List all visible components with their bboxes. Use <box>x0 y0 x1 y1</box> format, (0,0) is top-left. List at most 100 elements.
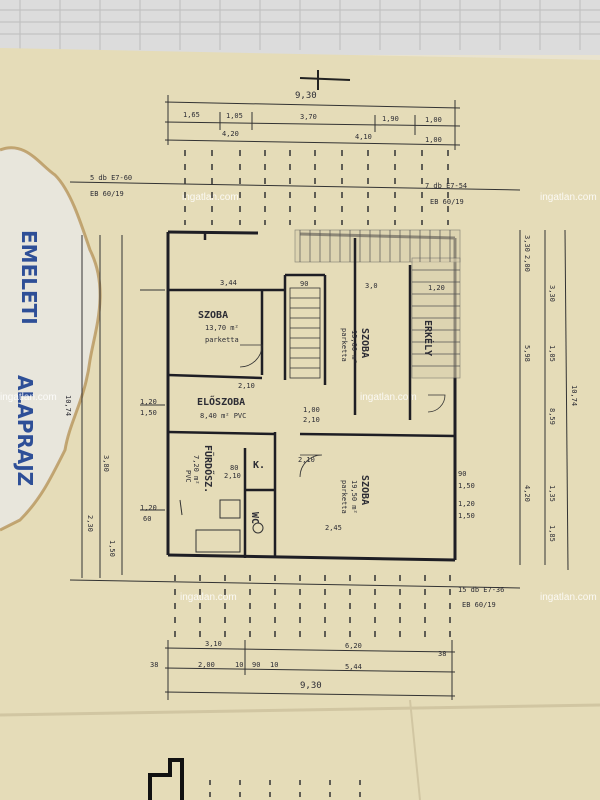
misc-label-12: 2,45 <box>325 524 342 532</box>
misc-label-4: 1,20 <box>428 284 445 292</box>
misc-label-3: 3,0 <box>365 282 378 290</box>
bottom-window-dashes <box>174 575 451 640</box>
misc-label-7: 2,10 <box>303 416 320 424</box>
left-dim-7: 1,50 <box>108 540 116 557</box>
misc-label-6: 1,00 <box>303 406 320 414</box>
top-overall-dim: 9,30 <box>295 91 317 101</box>
misc-label-14: 80 <box>230 464 238 472</box>
top-note-left: 5 db E7-60 <box>90 174 132 182</box>
bottom-dim-2: 6,20 <box>345 642 362 650</box>
left-dimension-lines <box>81 235 165 578</box>
room-bottom-floor: parketta <box>340 480 348 514</box>
bottom-dim-7: 5,44 <box>345 663 362 671</box>
top-dim-6: 4,20 <box>222 130 239 138</box>
bottom-dimension-lines <box>164 640 456 700</box>
misc-label-15: 2,10 <box>298 456 315 464</box>
bottom-dim-edge-left: 38 <box>150 661 158 669</box>
bottom-dim-edge-right: 38 <box>438 650 446 658</box>
watermark-6: ingatlan.com <box>540 592 597 603</box>
top-note-left-sub: EB 60/19 <box>90 190 124 198</box>
bottom-partial-drawing <box>148 758 184 800</box>
right-dim-8: 1,85 <box>548 525 556 542</box>
stamp-title-line1: EMELETI <box>17 230 41 325</box>
top-dim-7: 4,10 <box>355 133 372 141</box>
left-dim-6: 2,30 <box>86 515 94 532</box>
right-dim-3: 3,30 <box>523 235 531 252</box>
bottom-partial-dashes <box>209 780 361 800</box>
right-dim-5: 5,98 <box>523 345 531 362</box>
watermark-4: ingatlan.com <box>360 392 417 403</box>
bottom-dim-5: 90 <box>252 661 260 669</box>
misc-label-11: 1,50 <box>458 512 475 520</box>
top-dim-3: 3,70 <box>300 113 317 121</box>
watermark-1: ingatlan.com <box>182 192 239 203</box>
stamp-title-line2: ALAPRAJZ <box>13 375 37 486</box>
top-dim-4: 1,90 <box>382 115 399 123</box>
top-dim-1: 1,65 <box>183 111 200 119</box>
left-dim-8: 10,74 <box>64 395 72 416</box>
right-dim-1: 3,30 <box>548 285 556 302</box>
bottom-note: 15 db E7-36 <box>458 586 504 594</box>
room-bottom-area: 19,50 m² <box>350 480 358 514</box>
left-dim-2: 1,50 <box>140 409 157 417</box>
bottom-dim-4: 10 <box>235 661 243 669</box>
misc-label-9: 1,50 <box>458 482 475 490</box>
left-dim-4: 1,20 <box>140 504 157 512</box>
watermark-2: ingatlan.com <box>540 192 597 203</box>
bottom-beam-line <box>69 579 521 589</box>
bottom-dim-1: 3,10 <box>205 640 222 648</box>
watermark-5: ingatlan.com <box>180 592 237 603</box>
misc-label-10: 1,20 <box>458 500 475 508</box>
top-note-right: 7 db E7-54 <box>425 182 467 190</box>
room-left-top-area: 13,70 m² <box>205 324 239 332</box>
bathroom-area: 7,20 m² <box>192 455 200 485</box>
balcony-name: ERKÉLY <box>422 320 435 356</box>
water-stain <box>0 147 101 530</box>
left-dim-3: 3,80 <box>102 455 110 472</box>
room-left-top-name: SZOBA <box>198 310 228 321</box>
hall-name: ELŐSZOBA <box>197 394 245 408</box>
right-dim-9: 8,59 <box>548 408 556 425</box>
room-center-name: SZOBA <box>359 328 370 358</box>
door-swings <box>239 344 446 478</box>
closet-name: K. <box>253 460 265 471</box>
bathroom-floor: PVC <box>184 470 192 483</box>
room-center-area: 15,00 m² <box>350 330 358 364</box>
lace-pattern <box>0 0 600 50</box>
left-dim-1: 1,20 <box>140 398 157 406</box>
bottom-note-sub: EB 60/19 <box>462 601 496 609</box>
right-dim-6: 4,20 <box>523 485 531 502</box>
room-bottom-name: SZOBA <box>359 475 370 505</box>
paper-fold <box>0 703 600 717</box>
top-marker <box>299 70 351 90</box>
bottom-dim-6: 10 <box>270 661 278 669</box>
right-dim-7: 1,35 <box>548 485 556 502</box>
bottom-overall-dim: 9,30 <box>300 681 322 691</box>
room-left-top-floor: parketta <box>205 336 239 344</box>
misc-label-5: 2,10 <box>238 382 255 390</box>
wc-name: WC <box>249 512 260 524</box>
right-dim-4: 2,00 <box>523 255 531 272</box>
paper-fold-vertical <box>409 699 421 800</box>
staircase <box>289 287 321 379</box>
top-dim-5: 1,00 <box>425 116 442 124</box>
top-dim-2: 1,05 <box>226 112 243 120</box>
hall-area: 8,40 m² PVC <box>200 412 246 420</box>
watermark-3: ingatlan.com <box>0 392 57 403</box>
bath-fixtures <box>179 499 264 553</box>
misc-label-1: 3,44 <box>220 279 237 287</box>
top-dim-8: 1,00 <box>425 136 442 144</box>
misc-label-8: 90 <box>458 470 466 478</box>
bathroom-name: FÜRDŐSZ. <box>202 445 216 493</box>
top-note-right-sub: EB 60/19 <box>430 198 464 206</box>
right-dim-2: 1,05 <box>548 345 556 362</box>
bottom-dim-3: 2,00 <box>198 661 215 669</box>
misc-label-2: 90 <box>300 280 308 288</box>
room-center-floor: parketta <box>340 328 348 362</box>
top-beam-line <box>69 181 521 191</box>
right-dimension-lines <box>519 229 569 571</box>
misc-label-13: 2,10 <box>224 472 241 480</box>
right-dim-10: 10,74 <box>570 385 578 406</box>
top-dimension-lines <box>164 95 461 150</box>
